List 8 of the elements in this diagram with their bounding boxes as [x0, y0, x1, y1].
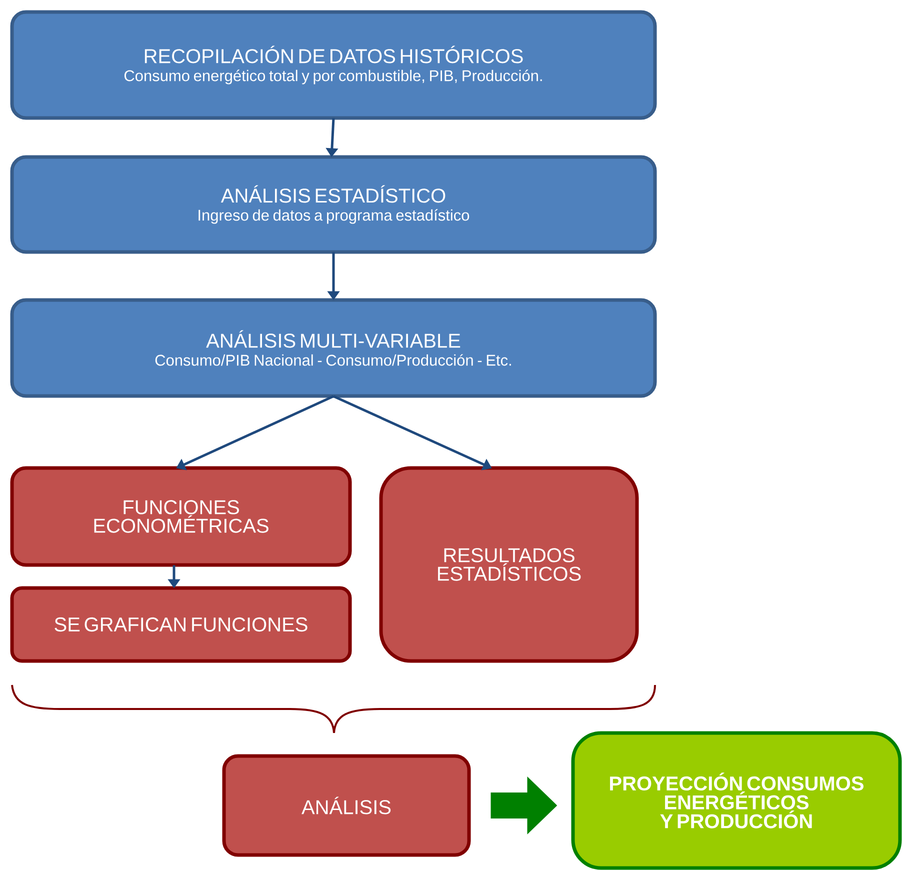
process-box: ANÁLISIS MULTI-VARIABLE Consumo/PIB Nacional - Consumo/Producción - Etc. — [10, 298, 657, 398]
result-box: PROYECCIÓN CONSUMOS ENERGÉTICOS Y PRODUCCIÓN — [571, 731, 902, 870]
process-box: SE GRAFICAN FUNCIONES — [10, 586, 352, 663]
process-box: RECOPILACIÓN DE DATOS HISTÓRICOS Consumo energético total y por combustible, PIB, Producción. — [10, 10, 657, 120]
process-box: ANÁLISIS — [222, 754, 471, 857]
process-box: RESULTADOS ESTADÍSTICOS — [379, 466, 639, 663]
process-box: ANÁLISIS ESTADÍSTICO Ingreso de datos a programa estadístico — [10, 155, 657, 254]
process-box: FUNCIONES ECONOMÉTRICAS — [10, 466, 352, 567]
